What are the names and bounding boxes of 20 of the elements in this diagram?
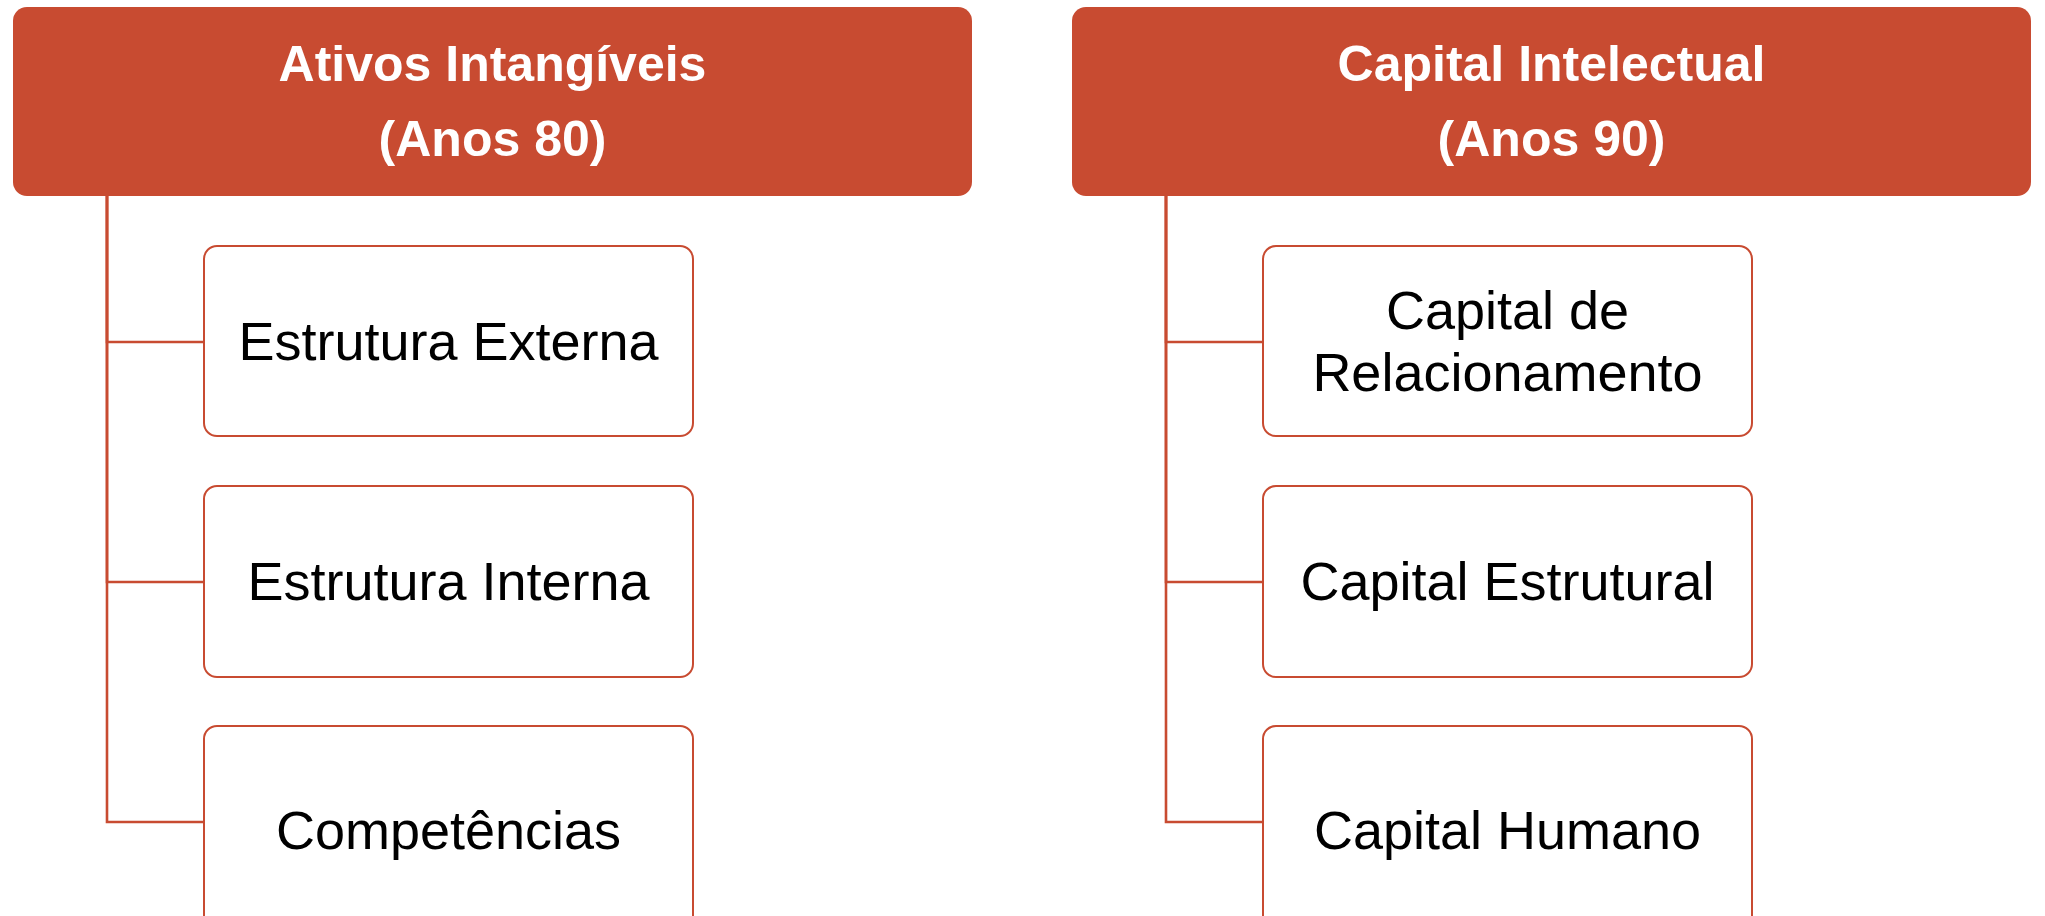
header-text: Capital Intelectual [1337,36,1766,92]
header-box [1072,7,2031,196]
header-box [13,7,972,196]
category-box [203,485,694,678]
header-text: (Anos 80) [378,111,607,167]
category-box [1262,485,1753,678]
category-box [203,245,694,437]
category-box [1262,725,1753,916]
category-text: Competências [275,798,622,862]
category-text: Capital Humano [1313,798,1702,862]
category-text: Capital de Relacionamento [1311,278,1704,404]
header-text: (Anos 90) [1437,111,1666,167]
category-text: Capital Estrutural [1300,550,1715,613]
category-box [203,725,694,916]
category-text: Estrutura Interna [247,550,650,613]
connector-line [1164,196,1262,824]
category-text: Estrutura Externa [238,309,659,373]
category-box [1262,245,1753,437]
header-text: Ativos Intangíveis [278,36,707,92]
connector-line [105,196,203,824]
